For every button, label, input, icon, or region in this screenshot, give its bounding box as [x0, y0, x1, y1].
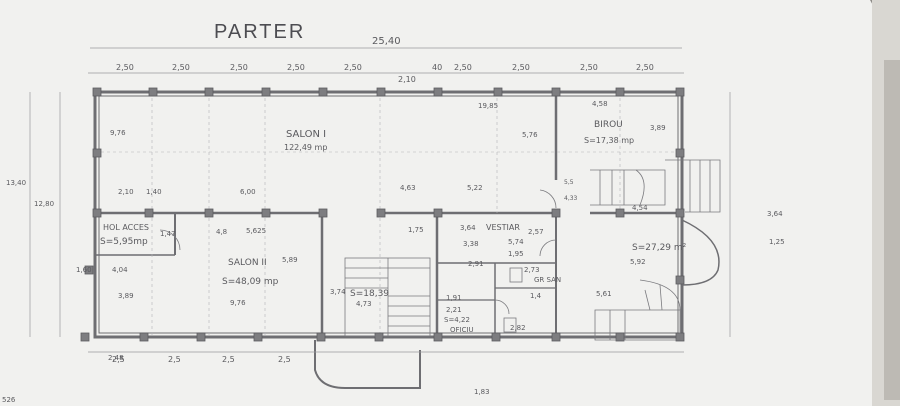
svg-text:2,50: 2,50 — [636, 63, 654, 72]
room-area-vestiar: 3,64 — [460, 224, 476, 232]
stair-lower-right — [594, 279, 681, 341]
svg-text:1,60: 1,60 — [76, 266, 92, 274]
svg-text:2,50: 2,50 — [344, 63, 362, 72]
overall-width-dim: 25,40 — [372, 36, 401, 47]
svg-text:2,91: 2,91 — [468, 260, 484, 268]
svg-text:4,54: 4,54 — [632, 204, 648, 212]
svg-text:1,47: 1,47 — [160, 230, 176, 238]
svg-text:9,76: 9,76 — [230, 299, 246, 307]
svg-text:2,50: 2,50 — [172, 63, 190, 72]
room-area-birou: S=17,38 mp — [584, 136, 634, 145]
room-area-salon2: S=48,09 mp — [222, 277, 279, 287]
svg-text:5,89: 5,89 — [282, 256, 298, 264]
svg-text:4,33: 4,33 — [564, 195, 578, 202]
svg-text:2,10: 2,10 — [118, 188, 134, 196]
svg-text:5,61: 5,61 — [596, 290, 612, 298]
svg-text:2,5: 2,5 — [222, 355, 235, 364]
svg-text:2,73: 2,73 — [524, 266, 540, 274]
svg-text:6,00: 6,00 — [240, 188, 256, 196]
room-name-salon1: SALON I — [286, 129, 326, 140]
svg-text:2,50: 2,50 — [580, 63, 598, 72]
svg-text:3,89: 3,89 — [118, 292, 134, 300]
plan-title: PARTER — [214, 21, 305, 43]
svg-text:1,40: 1,40 — [146, 188, 162, 196]
svg-text:2,50: 2,50 — [512, 63, 530, 72]
room-name-vestiar: VESTIAR — [486, 223, 520, 232]
svg-text:2,50: 2,50 — [116, 63, 134, 72]
svg-text:2,48: 2,48 — [108, 354, 124, 362]
room-area-oficiu: S=4,22 — [444, 316, 470, 324]
bay-window-curve — [314, 340, 421, 389]
svg-text:5,76: 5,76 — [522, 131, 538, 139]
room-name-oficiu: OFICIU — [450, 326, 474, 334]
svg-text:3,64: 3,64 — [767, 210, 783, 218]
svg-text:5,74: 5,74 — [508, 238, 524, 246]
svg-text:2,50: 2,50 — [230, 63, 248, 72]
svg-text:1,91: 1,91 — [446, 294, 462, 302]
svg-text:5,625: 5,625 — [246, 227, 266, 235]
room-area-right: S=27,29 m² — [632, 243, 687, 253]
room-area-grup-san: 1,4 — [530, 292, 542, 300]
stair-upper-right — [590, 159, 721, 213]
svg-text:1,95: 1,95 — [508, 250, 524, 258]
svg-text:5,22: 5,22 — [467, 184, 483, 192]
svg-text:2,82: 2,82 — [510, 324, 526, 332]
svg-text:1,83: 1,83 — [474, 388, 490, 396]
svg-text:19,85: 19,85 — [478, 102, 498, 110]
bottom-span-labels: 2,5 2,5 2,5 2,5 — [112, 355, 291, 364]
svg-text:3,74: 3,74 — [330, 288, 346, 296]
room-name-grup-san: GR SAN — [534, 276, 561, 284]
svg-text:4,63: 4,63 — [400, 184, 416, 192]
structural-pillars — [80, 87, 685, 342]
interior-dimensions: 19,85 4,58 3,89 5,76 9,76 4,63 5,22 6,00… — [2, 100, 785, 404]
svg-text:3,89: 3,89 — [650, 124, 666, 132]
svg-text:9,76: 9,76 — [110, 129, 126, 137]
room-area-stair-mid: S=18,39 — [350, 289, 389, 299]
svg-text:526: 526 — [2, 396, 16, 404]
svg-text:1,75: 1,75 — [408, 226, 424, 234]
svg-text:13,40: 13,40 — [6, 179, 26, 187]
room-name-salon2: SALON II — [228, 258, 267, 268]
stair-middle — [344, 257, 431, 337]
svg-text:5,5: 5,5 — [564, 179, 574, 186]
room-area-hol-acces: S=5,95mp — [100, 237, 148, 247]
svg-text:2,5: 2,5 — [168, 355, 181, 364]
room-name-hol-acces: HOL ACCES — [103, 223, 149, 232]
svg-text:2,21: 2,21 — [446, 306, 462, 314]
svg-text:12,80: 12,80 — [34, 200, 54, 208]
top-span-labels: 2,50 2,50 2,50 2,50 2,50 2,10 40 2,50 2,… — [116, 63, 654, 84]
svg-text:3,38: 3,38 — [463, 240, 479, 248]
svg-text:2,5: 2,5 — [278, 355, 291, 364]
svg-text:4,73: 4,73 — [356, 300, 372, 308]
svg-text:2,5: 2,5 — [112, 355, 125, 364]
svg-text:4,04: 4,04 — [112, 266, 128, 274]
svg-text:1,25: 1,25 — [769, 238, 785, 246]
bay-bump-right — [681, 219, 720, 286]
room-area-salon1: 122,49 mp — [284, 143, 327, 152]
svg-text:2,57: 2,57 — [528, 228, 544, 236]
svg-text:4,8: 4,8 — [216, 228, 227, 236]
room-name-birou: BIROU — [594, 120, 623, 130]
doors — [159, 189, 557, 333]
svg-text:2,50: 2,50 — [287, 63, 305, 72]
svg-text:4,58: 4,58 — [592, 100, 608, 108]
svg-text:40: 40 — [432, 63, 442, 72]
svg-text:5,92: 5,92 — [630, 258, 646, 266]
svg-text:2,10: 2,10 — [398, 75, 416, 84]
svg-text:2,50: 2,50 — [454, 63, 472, 72]
paper-right-strip — [884, 60, 900, 400]
